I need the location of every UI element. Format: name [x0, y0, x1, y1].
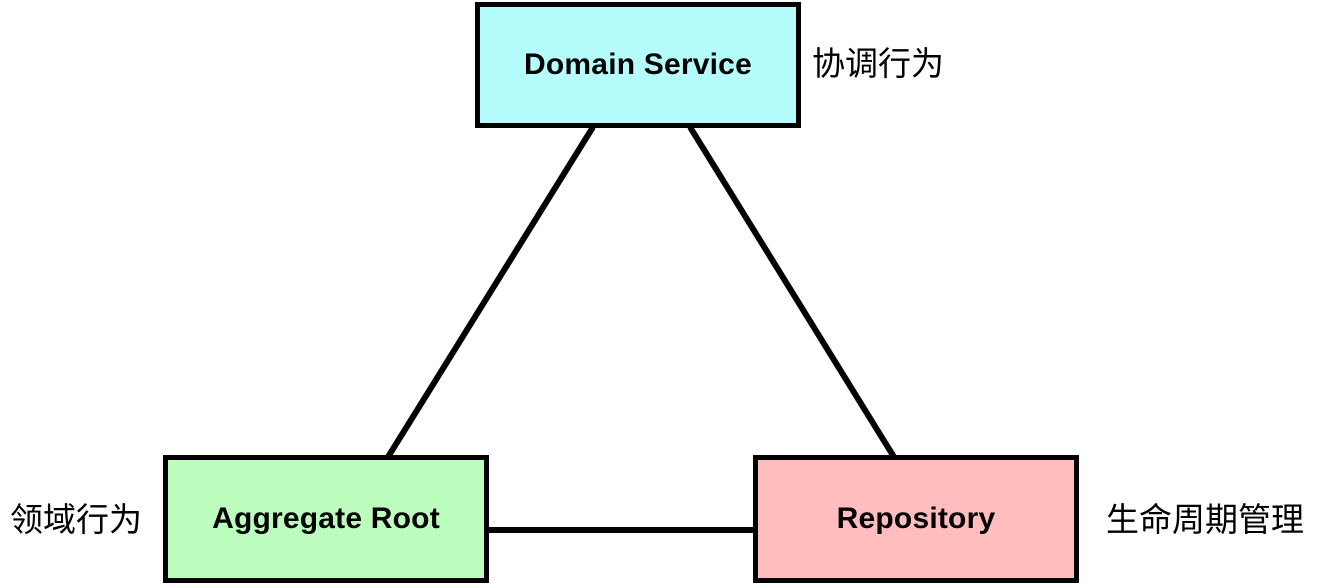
- node-domain-service[interactable]: Domain Service: [475, 2, 801, 128]
- node-repository-label: Repository: [836, 502, 996, 535]
- node-repository[interactable]: Repository: [753, 455, 1079, 583]
- edge-domain-service-to-aggregate-root: [385, 125, 596, 459]
- edge-domain-service-to-repository: [687, 125, 897, 459]
- annotation-lifecycle-management: 生命周期管理: [1106, 501, 1304, 538]
- node-aggregate-root-label: Aggregate Root: [212, 502, 440, 535]
- annotation-domain-behavior: 领域行为: [10, 501, 142, 538]
- annotation-coordinate-behavior: 协调行为: [812, 45, 944, 82]
- node-domain-service-label: Domain Service: [524, 48, 752, 81]
- node-aggregate-root[interactable]: Aggregate Root: [163, 455, 489, 583]
